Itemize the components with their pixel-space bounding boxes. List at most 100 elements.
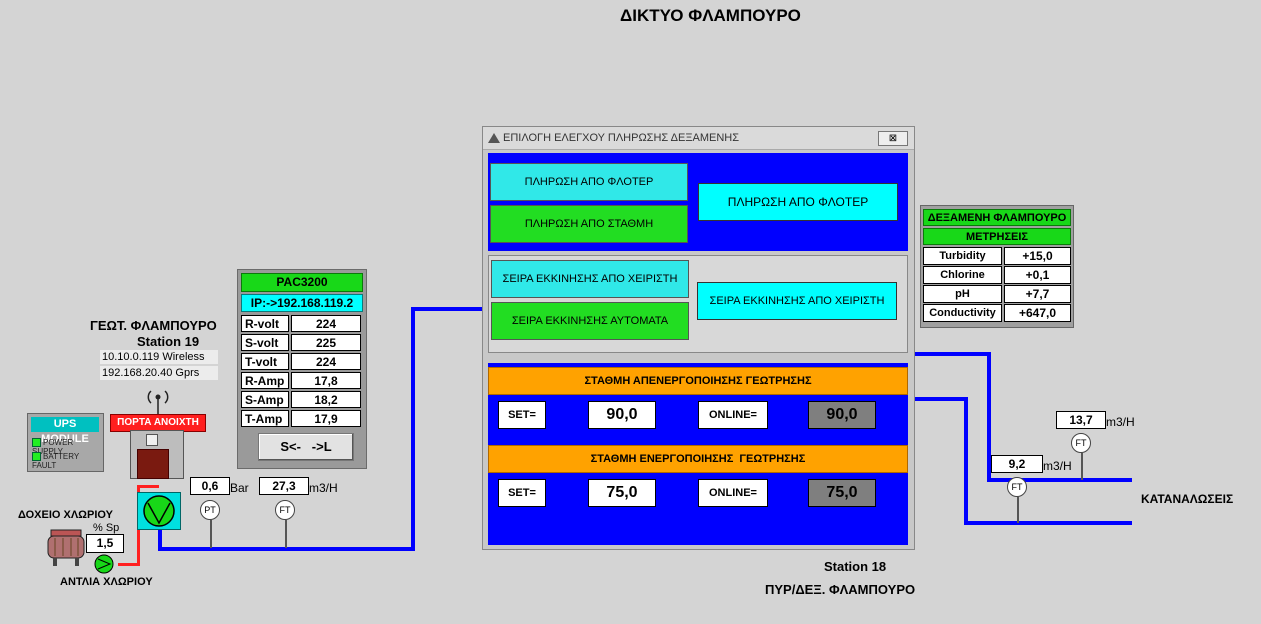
fill-mode-panel: ΠΛΗΡΩΣΗ ΑΠΟ ΦΛΟΤΕΡ ΠΛΗΡΩΣΗ ΑΠΟ ΣΤΑΘΜΗ ΠΛ…: [488, 153, 908, 251]
power-supply-led: [32, 438, 41, 448]
right-flow1-transmitter-icon[interactable]: FT: [1071, 433, 1091, 453]
measurement-value: +7,7: [1004, 285, 1071, 303]
dialog-title: ΕΠΙΛΟΓΗ ΕΛΕΓΧΟΥ ΠΛΗΡΩΣΗΣ ΔΕΞΑΜΕΝΗΣ: [503, 132, 740, 144]
right-flow1-unit: m3/H: [1106, 415, 1135, 429]
dialog-app-icon: [488, 133, 500, 143]
tank-subtitle: ΜΕΤΡΗΣΕΙΣ: [923, 228, 1071, 245]
tank-measurements-panel: ΔΕΞΑΜΕΝΗ ΦΛΑΜΠΟΥΡΟ ΜΕΤΡΗΣΕΙΣ Turbidity +…: [920, 205, 1074, 328]
ip-wireless: 10.10.0.119 Wireless: [100, 350, 218, 364]
start-manual-button[interactable]: ΣΕΙΡΑ ΕΚΚΙΝΗΣΗΣ ΑΠΟ ΧΕΙΡΙΣΤΗ: [491, 260, 689, 298]
ups-module: UPS MODULE POWER SUPPLY BATTERY FAULT: [27, 413, 104, 472]
measurement-label: pH: [923, 285, 1002, 303]
pac-row-label: T-Amp: [241, 410, 289, 427]
flow-transmitter-icon[interactable]: FT: [275, 500, 295, 520]
measurement-row-turbidity: Turbidity +15,0: [923, 247, 1071, 265]
pipe-out-lower-end: [964, 521, 1132, 525]
dialog-titlebar[interactable]: ΕΠΙΛΟΓΗ ΕΛΕΓΧΟΥ ΠΛΗΡΩΣΗΣ ΔΕΞΑΜΕΝΗΣ ⊠: [483, 127, 914, 150]
pac-row-value: 224: [291, 353, 361, 370]
pipe-main-horizontal: [158, 547, 414, 551]
start-auto-button[interactable]: ΣΕΙΡΑ ΕΚΚΙΝΗΣΗΣ ΑΥΤΟΜΑΤΑ: [491, 302, 689, 340]
pt-stem: [210, 520, 212, 548]
pac-row-t-volt: T-volt 224: [241, 353, 363, 371]
right-ft1-stem: [1081, 453, 1083, 480]
fill-level-button[interactable]: ΠΛΗΡΩΣΗ ΑΠΟ ΣΤΑΘΜΗ: [490, 205, 688, 243]
measurement-row-chlorine: Chlorine +0,1: [923, 266, 1071, 284]
pipe-to-dialog: [411, 307, 483, 311]
measurement-label: Chlorine: [923, 266, 1002, 284]
pac-row-value: 18,2: [291, 391, 361, 408]
measurement-label: Turbidity: [923, 247, 1002, 265]
activation-set-value[interactable]: 75,0: [588, 479, 656, 507]
measurement-label: Conductivity: [923, 304, 1002, 322]
fill-control-dialog: ΕΠΙΛΟΓΗ ΕΛΕΓΧΟΥ ΠΛΗΡΩΣΗΣ ΔΕΞΑΜΕΝΗΣ ⊠ ΠΛΗ…: [482, 126, 915, 550]
pac-row-value: 17,8: [291, 372, 361, 389]
pipe-pump-riser: [158, 528, 162, 550]
battery-fault-label: BATTERY FAULT: [32, 452, 80, 471]
measurement-row-conductivity: Conductivity +647,0: [923, 304, 1071, 322]
pac3200-panel: PAC3200 IP:->192.168.119.2 R-volt 224 S-…: [237, 269, 367, 469]
page-title: ΔΙΚΤΥΟ ΦΛΑΜΠΟΥΡΟ: [620, 6, 801, 25]
chlorine-tank-icon: [47, 529, 85, 566]
right-station-number: Station 18: [824, 559, 887, 574]
pac-row-label: S-volt: [241, 334, 289, 351]
flow-unit: m3/H: [309, 481, 338, 495]
pac-row-label: R-Amp: [241, 372, 289, 389]
pac-row-label: S-Amp: [241, 391, 289, 408]
antenna-icon: [147, 390, 169, 414]
ups-power-row: POWER SUPPLY: [32, 438, 103, 456]
fill-mode-indicator: ΠΛΗΡΩΣΗ ΑΠΟ ΦΛΟΤΕΡ: [698, 183, 898, 221]
measurement-row-ph: pH +7,7: [923, 285, 1071, 303]
right-flow2-transmitter-icon[interactable]: FT: [1007, 477, 1027, 497]
pac-ip: IP:->192.168.119.2: [241, 294, 363, 312]
activation-level-title: ΣΤΑΘΜΗ ΕΝΕΡΓΟΠΟΙΗΣΗΣ ΓΕΩΤΡΗΣΗΣ: [488, 445, 908, 473]
local-remote-switch-button[interactable]: S<- ->L: [258, 433, 354, 461]
power-supply-label: POWER SUPPLY: [32, 438, 74, 457]
measurement-value: +647,0: [1004, 304, 1071, 322]
deactivation-set-label: SET=: [498, 401, 546, 429]
pipe-out-lower-h: [913, 397, 968, 401]
right-ft2-stem: [1017, 497, 1019, 523]
pac-row-label: T-volt: [241, 353, 289, 370]
pac-row-r-amp: R-Amp 17,8: [241, 372, 363, 390]
pac-title: PAC3200: [241, 273, 363, 292]
levels-panel: ΣΤΑΘΜΗ ΑΠΕΝΕΡΓΟΠΟΙΗΣΗΣ ΓΕΩΤΡΗΣΗΣ SET= 90…: [488, 363, 908, 545]
station-building: [130, 430, 184, 479]
deactivation-online-label: ONLINE=: [698, 401, 768, 429]
building-window: [146, 434, 158, 446]
chlorine-line-h1: [118, 563, 140, 566]
station-number: Station 19: [137, 334, 200, 349]
right-flow1-value: 13,7: [1056, 411, 1106, 429]
pac-row-label: R-volt: [241, 315, 289, 332]
ip-gprs: 192.168.20.40 Gprs: [100, 366, 218, 380]
consumers-label: ΚΑΤΑΝΑΛΩΣΕΙΣ: [1141, 492, 1234, 506]
right-flow2-value: 9,2: [991, 455, 1043, 473]
activation-set-label: SET=: [498, 479, 546, 507]
battery-fault-led: [32, 452, 41, 462]
deactivation-set-value[interactable]: 90,0: [588, 401, 656, 429]
deactivation-online-value: 90,0: [808, 401, 876, 429]
pipe-out-lower-v: [964, 397, 968, 525]
pressure-value: 0,6: [190, 477, 230, 495]
fill-float-button[interactable]: ΠΛΗΡΩΣΗ ΑΠΟ ΦΛΟΤΕΡ: [490, 163, 688, 201]
pac-row-value: 17,9: [291, 410, 361, 427]
start-mode-indicator: ΣΕΙΡΑ ΕΚΚΙΝΗΣΗΣ ΑΠΟ ΧΕΙΡΙΣΤΗ: [697, 282, 897, 320]
dialog-close-button[interactable]: ⊠: [878, 131, 908, 146]
pac-row-value: 224: [291, 315, 361, 332]
activation-online-label: ONLINE=: [698, 479, 768, 507]
well-pump[interactable]: [137, 492, 181, 530]
pac-row-value: 225: [291, 334, 361, 351]
pressure-transmitter-icon[interactable]: PT: [200, 500, 220, 520]
ft-stem: [285, 520, 287, 548]
chlorine-dose-value[interactable]: 1,5: [86, 534, 124, 553]
pac-row-t-amp: T-Amp 17,9: [241, 410, 363, 428]
flow-value: 27,3: [259, 477, 309, 495]
station-name: ΓΕΩΤ. ΦΛΑΜΠΟΥΡΟ: [90, 318, 217, 333]
pac-row-r-volt: R-volt 224: [241, 315, 363, 333]
pac-row-s-amp: S-Amp 18,2: [241, 391, 363, 409]
pressure-unit: Bar: [230, 481, 249, 495]
tank-title: ΔΕΞΑΜΕΝΗ ΦΛΑΜΠΟΥΡΟ: [923, 209, 1071, 226]
measurement-value: +0,1: [1004, 266, 1071, 284]
chlorine-line-h2: [137, 485, 159, 488]
chlorine-pump-label: ΑΝΤΛΙΑ ΧΛΩΡΙΟΥ: [60, 576, 153, 588]
chlorine-pump-icon[interactable]: [92, 553, 116, 575]
